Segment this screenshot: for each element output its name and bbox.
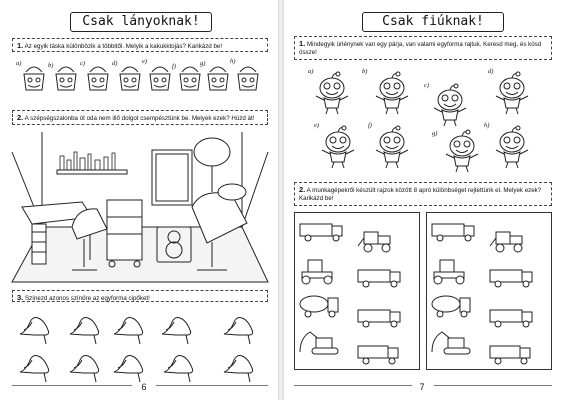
- construction-vehicle: [301, 259, 333, 285]
- alien-character: [315, 71, 349, 115]
- alien-character: [375, 125, 409, 169]
- bag-option-label: a): [16, 60, 22, 67]
- construction-vehicle: [357, 309, 401, 328]
- high-heel-shoe-icon: [69, 355, 100, 383]
- bag-option-label: e): [142, 58, 148, 65]
- left-task2-box: 2. A szépségszalonba öt oda nem illő dol…: [12, 110, 268, 125]
- left-task1-text: Az egyik táska különbözik a többitől. Me…: [24, 43, 223, 50]
- bag-option-label: d): [112, 60, 118, 67]
- footer-rule: [294, 385, 412, 386]
- right-page-number: 7: [419, 382, 425, 392]
- construction-vehicle: [489, 231, 523, 253]
- alien-option-label: h): [484, 122, 490, 129]
- left-task1-number: 1.: [17, 41, 24, 50]
- alien-option-label: d): [488, 68, 494, 75]
- left-task3-number: 3.: [17, 293, 24, 302]
- bag-option-label: b): [48, 62, 54, 69]
- machines-picture-right: [426, 212, 552, 370]
- book-gutter: [278, 0, 284, 400]
- high-heel-shoe-icon: [113, 317, 144, 345]
- handbag-icon: [207, 66, 229, 91]
- alien-option-label: e): [314, 122, 320, 129]
- construction-vehicle: [299, 331, 339, 355]
- handbag-icon: [149, 66, 171, 91]
- high-heel-shoe-icon: [19, 317, 50, 345]
- construction-vehicle: [489, 309, 533, 328]
- construction-vehicle: [299, 223, 343, 242]
- footer-rule: [12, 385, 132, 386]
- left-page: Csak lányoknak! 1. Az egyik táska különb…: [0, 0, 278, 400]
- left-task3-box: 3. Színezd azonos színűre az egyforma ci…: [12, 290, 268, 302]
- left-page-number: 6: [141, 382, 147, 392]
- alien-character: [445, 129, 479, 173]
- bag-option-label: c): [80, 60, 86, 67]
- construction-vehicle: [431, 223, 475, 242]
- alien-option-label: a): [308, 68, 314, 75]
- right-page: Csak fiúknak! 1. Mindegyik ürlénynek van…: [284, 0, 562, 400]
- left-task2-number: 2.: [17, 113, 24, 122]
- high-heel-shoe-icon: [161, 317, 192, 345]
- construction-vehicle: [489, 269, 533, 288]
- machines-picture-left: [294, 212, 420, 370]
- alien-option-label: f): [368, 122, 372, 129]
- right-task1-box: 1. Mindegyik ürlénynek van egy párja, va…: [294, 36, 552, 60]
- alien-character: [495, 125, 529, 169]
- handbag-icon: [55, 66, 77, 91]
- alien-character: [375, 71, 409, 115]
- bag-option-label: f): [172, 63, 176, 70]
- high-heel-shoe-icon: [69, 317, 100, 345]
- right-task2-number: 2.: [299, 185, 306, 194]
- handbag-icon: [23, 66, 45, 91]
- handbag-icon: [87, 66, 109, 91]
- left-task3-text: Színezd azonos színűre az egyforma cipők…: [25, 295, 150, 302]
- construction-vehicle: [431, 331, 471, 355]
- bag-option-label: g): [200, 60, 206, 67]
- construction-vehicle: [489, 345, 531, 365]
- handbag-icon: [119, 66, 141, 91]
- right-task2-box: 2. A munkagépekről készült rajzok között…: [294, 182, 552, 206]
- footer-rule: [434, 385, 552, 386]
- construction-vehicle: [357, 231, 391, 253]
- alien-character: [433, 83, 467, 127]
- right-task1-text: Mindegyik ürlénynek van egy párja, van v…: [299, 41, 542, 56]
- alien-character: [495, 71, 529, 115]
- high-heel-shoe-icon: [223, 317, 254, 345]
- construction-vehicle: [357, 345, 399, 365]
- alien-option-label: b): [362, 68, 368, 75]
- left-task2-text: A szépségszalonba öt oda nem illő dolgot…: [24, 115, 255, 122]
- right-task1-number: 1.: [299, 39, 306, 48]
- high-heel-shoe-icon: [113, 355, 144, 383]
- footer-rule: [156, 385, 268, 386]
- alien-option-label: c): [424, 82, 430, 89]
- alien-character: [321, 125, 355, 169]
- right-page-title: Csak fiúknak!: [362, 12, 504, 32]
- alien-option-label: g): [432, 130, 438, 137]
- construction-vehicle: [433, 259, 465, 285]
- construction-vehicle: [299, 295, 339, 318]
- salon-illustration: [11, 132, 269, 283]
- construction-vehicle: [431, 295, 471, 318]
- handbag-icon: [179, 66, 201, 91]
- high-heel-shoe-icon: [163, 355, 194, 383]
- right-task2-text: A munkagépekről készült rajzok között 8 …: [299, 187, 542, 202]
- handbag-icon: [237, 66, 259, 91]
- bag-option-label: h): [230, 58, 236, 65]
- high-heel-shoe-icon: [223, 355, 254, 383]
- left-task1-box: 1. Az egyik táska különbözik a többitől.…: [12, 38, 268, 52]
- left-page-title: Csak lányoknak!: [70, 12, 212, 32]
- construction-vehicle: [357, 269, 401, 288]
- high-heel-shoe-icon: [19, 355, 50, 383]
